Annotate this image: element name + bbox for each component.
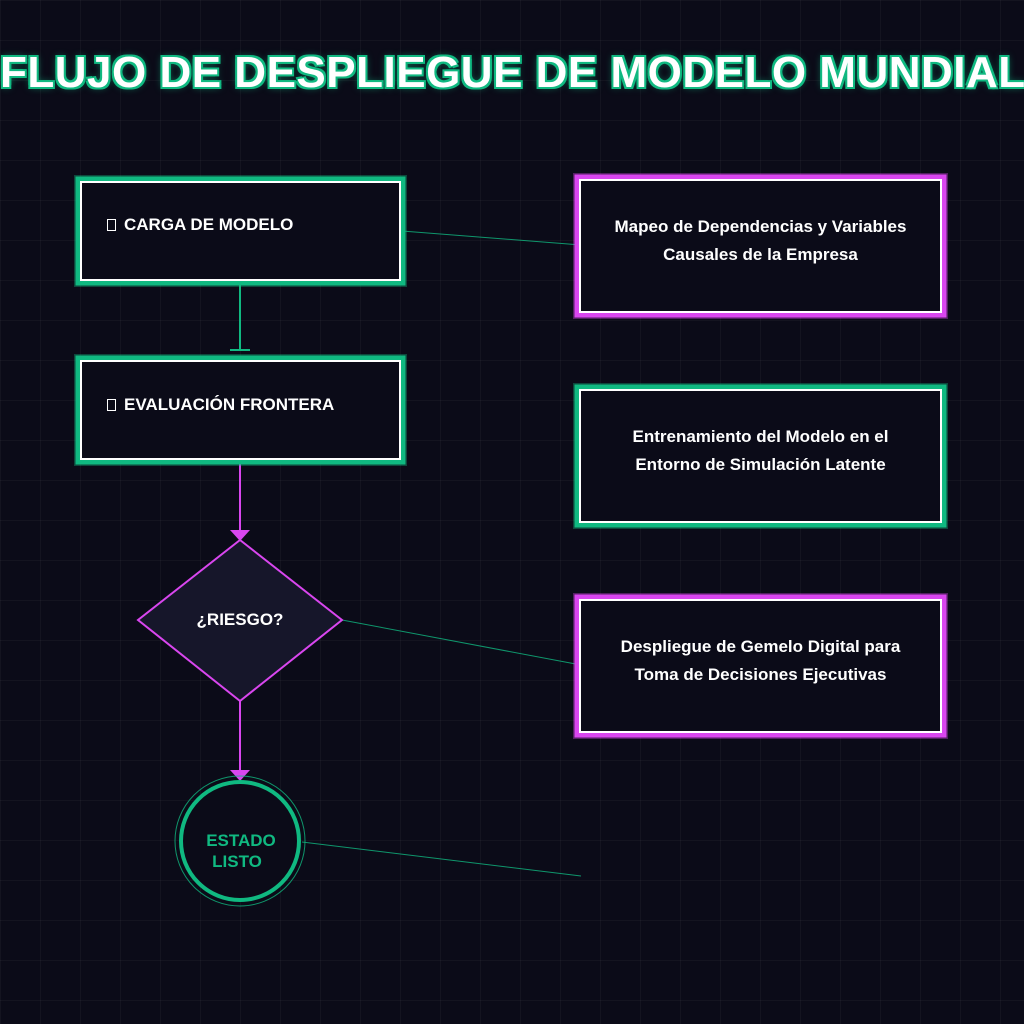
desc-box-1-inner (579, 179, 942, 313)
desc-box-1[interactable] (574, 174, 947, 318)
desc-text-1-line2: Causales de la Empresa (663, 245, 858, 264)
box-glyph-icon (107, 219, 116, 231)
step-node-carga-inner (80, 181, 401, 281)
diagram-title: FLUJO DE DESPLIEGUE DE MODELO MUNDIAL (0, 48, 1024, 97)
step-node-evaluacion-inner (80, 360, 401, 460)
desc-box-3-glow (573, 593, 948, 739)
step-node-evaluacion-glow (74, 354, 407, 466)
terminal-label-line1: ESTADO (206, 831, 276, 850)
step-label-carga: CARGA DE MODELO (107, 215, 293, 235)
box-glyph-icon (107, 399, 116, 411)
step-label-carga-text: CARGA DE MODELO (124, 215, 294, 234)
desc-text-2: Entrenamiento del Modelo en el Entorno d… (583, 423, 938, 479)
step-node-evaluacion[interactable] (75, 355, 406, 465)
step-node-carga-glow (74, 175, 407, 287)
terminal-label: ESTADO LISTO (190, 830, 292, 872)
desc-text-1: Mapeo de Dependencias y Variables Causal… (583, 213, 938, 269)
terminal-node-outer (174, 775, 306, 907)
desc-box-2-inner (579, 389, 942, 523)
step-node-carga[interactable] (75, 176, 406, 286)
desc-box-3-inner (579, 599, 942, 733)
desc-box-2[interactable] (574, 384, 947, 528)
desc-text-2-line2: Entorno de Simulación Latente (635, 455, 886, 474)
desc-box-1-glow (573, 173, 948, 319)
connector-terminal-empty (301, 841, 582, 877)
desc-text-2-line1: Entrenamiento del Modelo en el (632, 427, 889, 446)
arrowhead-step2-decision (230, 530, 250, 541)
connector-step1-desc1 (401, 230, 582, 246)
decision-label: ¿RIESGO? (196, 610, 284, 629)
desc-text-1-line1: Mapeo de Dependencias y Variables (614, 217, 907, 236)
desc-text-3-line1: Despliegue de Gemelo Digital para (620, 637, 901, 656)
desc-box-2-glow (573, 383, 948, 529)
desc-text-3: Despliegue de Gemelo Digital para Toma d… (583, 633, 938, 689)
decision-node[interactable] (136, 538, 344, 703)
desc-text-3-line2: Toma de Decisiones Ejecutivas (634, 665, 887, 684)
desc-box-3[interactable] (574, 594, 947, 738)
terminal-label-line2: LISTO (212, 852, 262, 871)
connector-decision-desc3 (341, 619, 582, 666)
terminal-node[interactable] (179, 780, 301, 902)
step-label-evaluacion-text: EVALUACIÓN FRONTERA (124, 395, 335, 414)
step-label-evaluacion: EVALUACIÓN FRONTERA (107, 395, 334, 415)
